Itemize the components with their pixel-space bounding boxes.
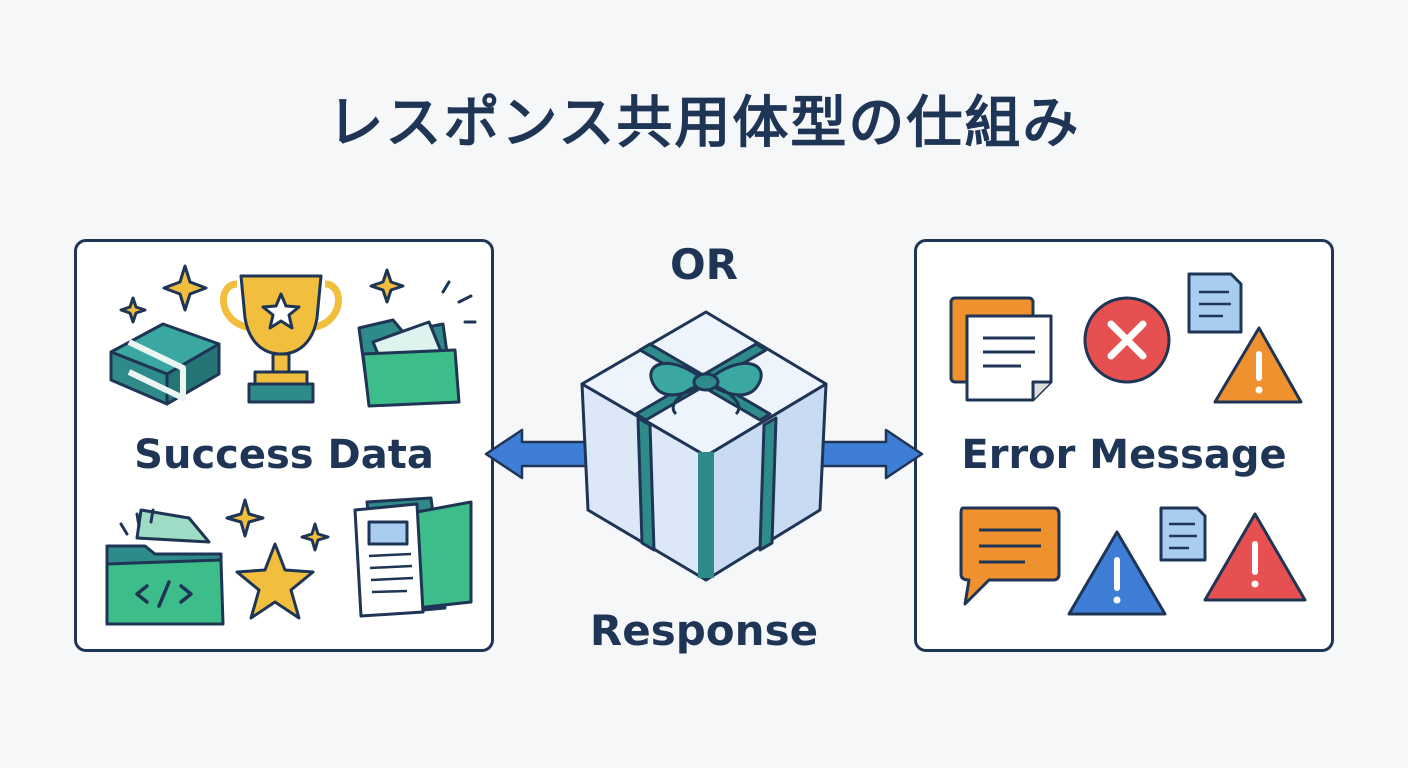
sparkle-icon <box>119 264 405 324</box>
note-icon <box>1159 506 1207 562</box>
box-icon <box>109 322 221 406</box>
trophy-icon <box>220 274 342 404</box>
gift-box-icon <box>580 310 828 582</box>
error-message-label: Error Message <box>961 432 1287 478</box>
code-folder-icon <box>105 508 225 626</box>
folder-icon <box>357 280 477 408</box>
success-data-label: Success Data <box>134 432 434 478</box>
success-data-panel: Success Data <box>74 239 494 652</box>
or-label: OR <box>669 240 739 289</box>
success-icons <box>105 264 477 626</box>
error-message-panel: Error Message <box>914 239 1334 652</box>
page-title: レスポンス共用体型の仕組み <box>327 91 1081 156</box>
response-diagram <box>484 310 924 582</box>
star-icon <box>225 498 330 620</box>
warning-icon <box>1203 512 1307 602</box>
warning-icon <box>1067 530 1167 616</box>
document-icon <box>353 496 473 618</box>
response-label: Response <box>589 606 819 655</box>
error-icons <box>949 272 1307 616</box>
chat-icon <box>959 506 1061 606</box>
warning-icon <box>1213 326 1303 404</box>
documents-icon <box>949 296 1053 402</box>
error-x-icon <box>1083 296 1171 384</box>
note-icon <box>1187 272 1243 334</box>
